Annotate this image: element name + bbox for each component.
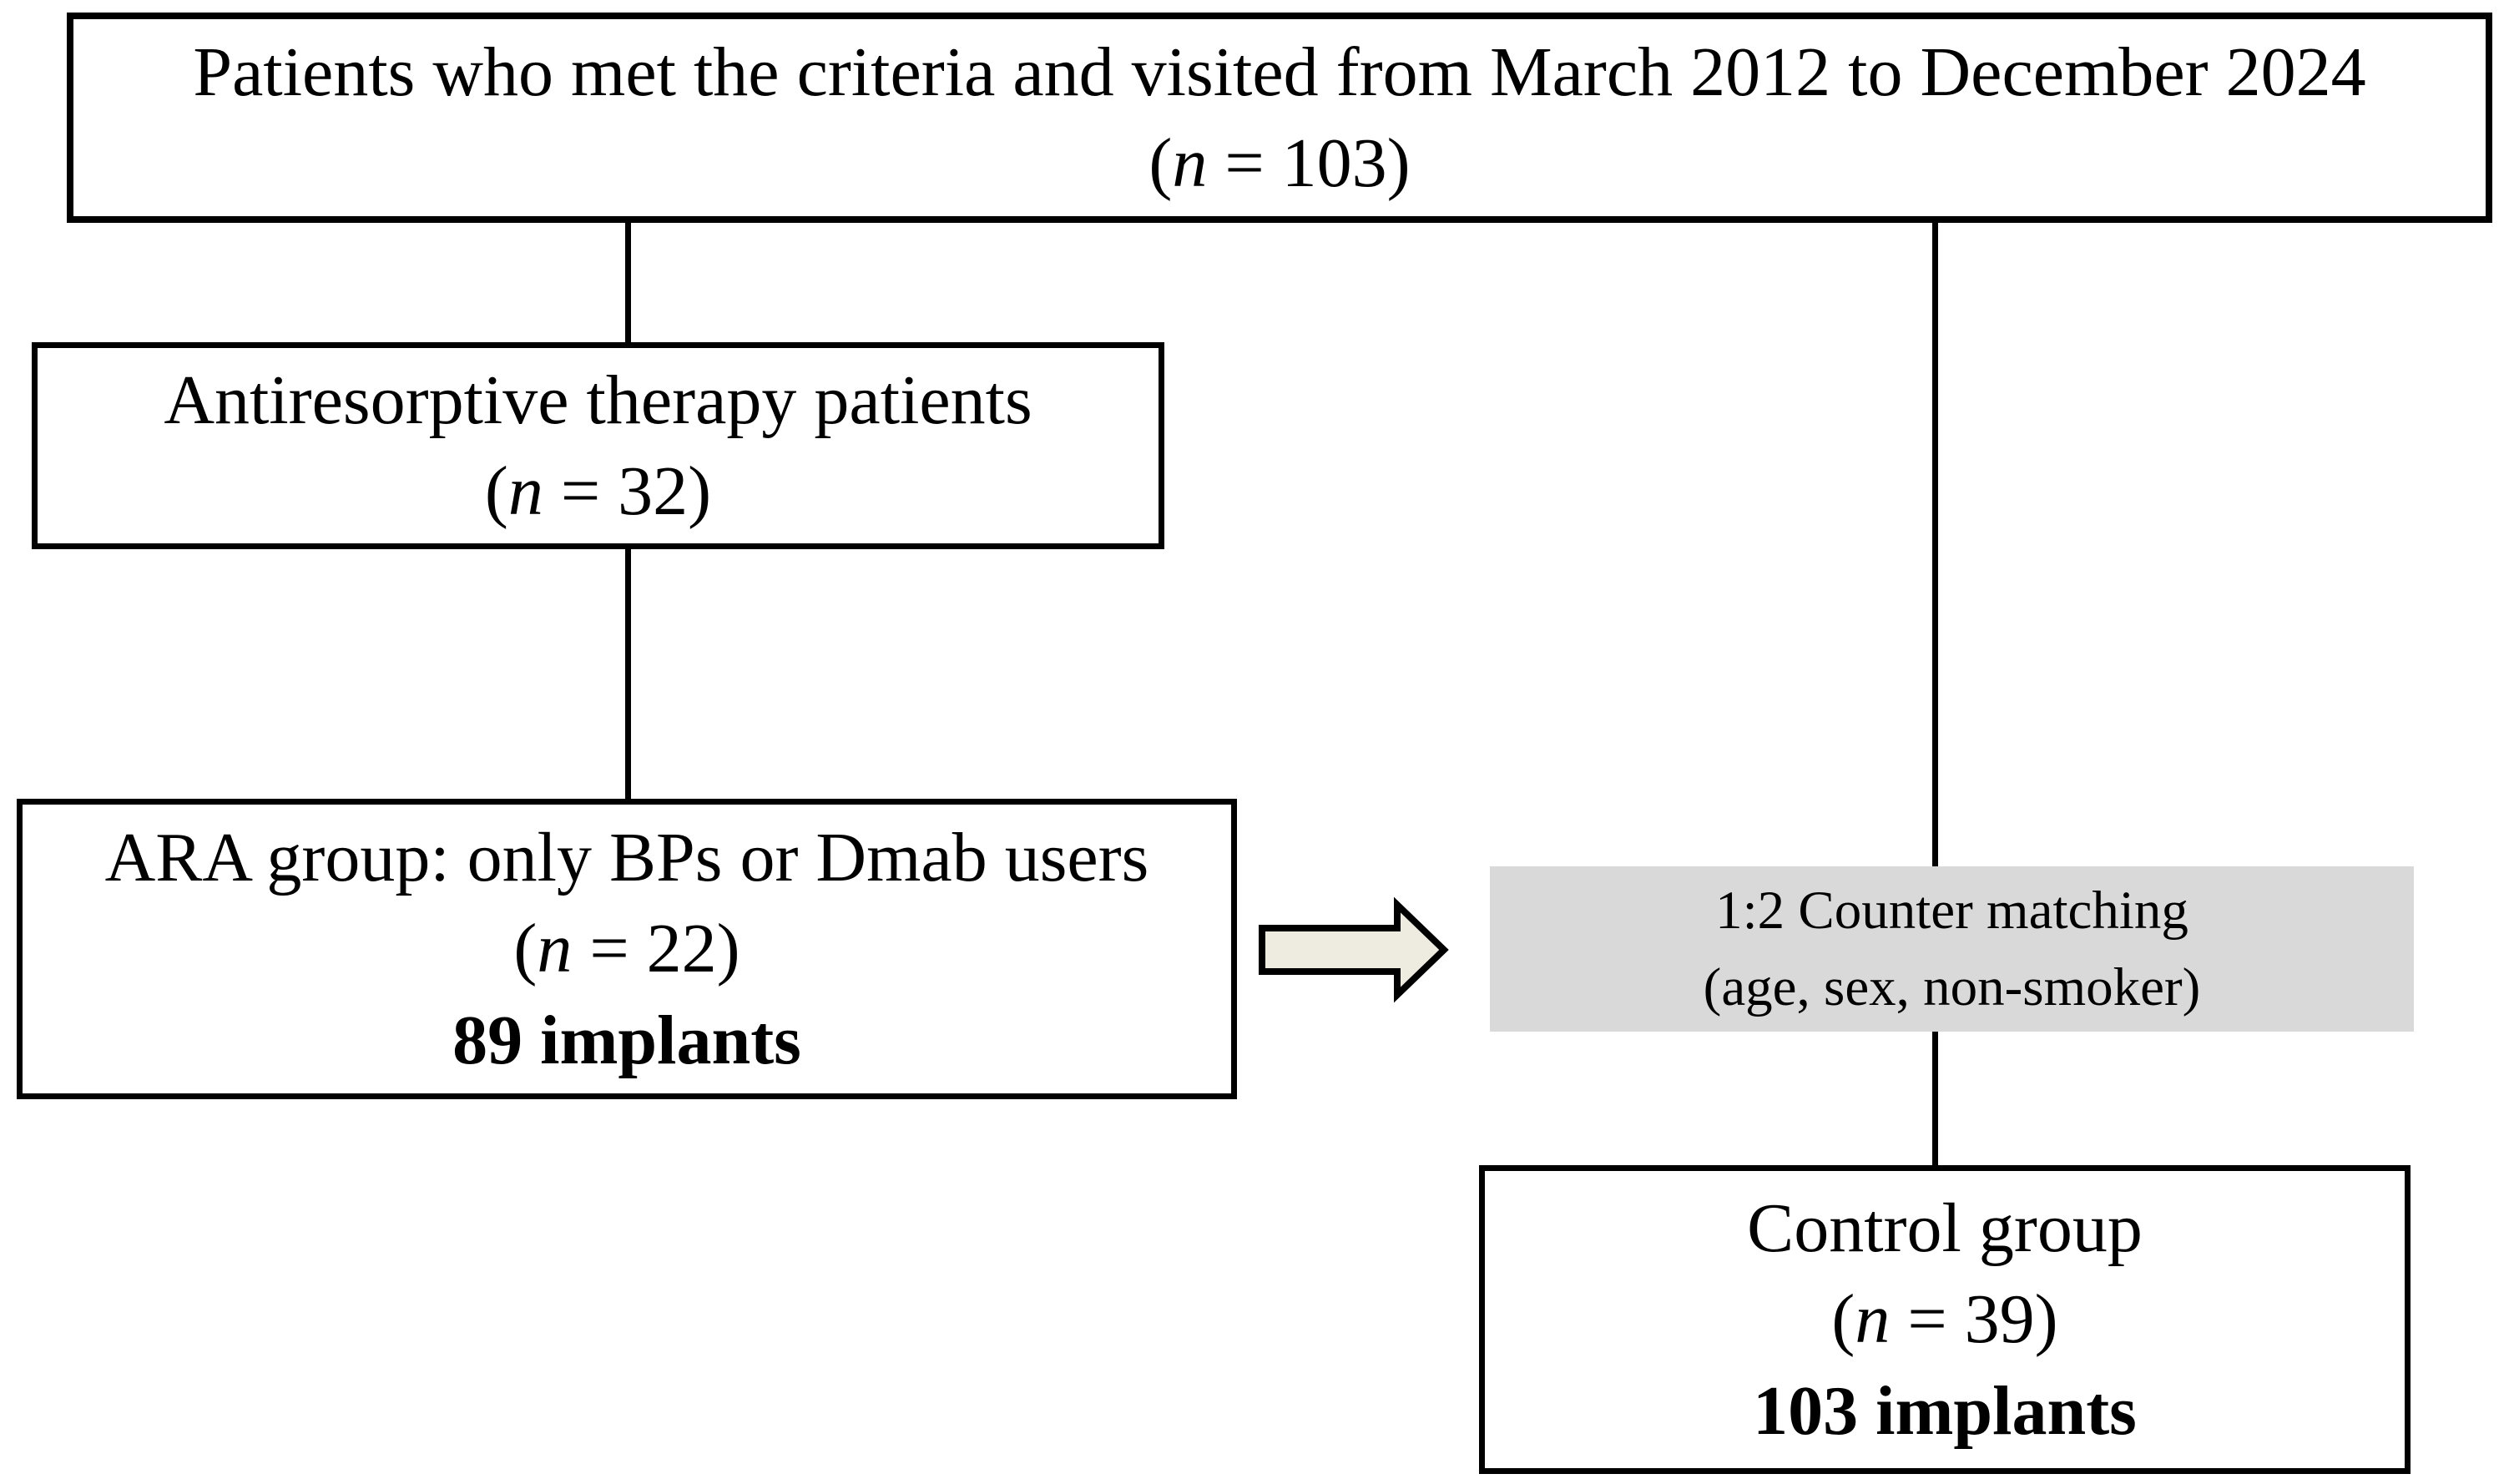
count-value: = 22) <box>572 910 740 988</box>
ara-group-box: ARA group: only BPs or Dmab users (n = 2… <box>17 799 1237 1099</box>
right-arrow-shape <box>1259 896 1449 1003</box>
antiresorptive-box: Antiresorptive therapy patients (n = 32) <box>32 342 1164 549</box>
count-n-symbol: n <box>537 910 573 988</box>
count-open: ( <box>1148 124 1173 202</box>
count-n-symbol: n <box>1855 1280 1891 1359</box>
connector-line-right-2 <box>1932 1032 1938 1165</box>
control-group-box: Control group (n = 39) 103 implants <box>1479 1165 2411 1474</box>
connector-line-left-2 <box>625 549 631 799</box>
control-group-implants: 103 implants <box>1753 1371 2137 1450</box>
ara-group-title: ARA group: only BPs or Dmab users <box>104 819 1149 897</box>
control-group-count: (n = 39) <box>1831 1274 2057 1365</box>
matching-line2: (age, sex, non-smoker) <box>1703 957 2201 1017</box>
matching-line1: 1:2 Counter matching <box>1715 880 2188 941</box>
eligible-patients-count: (n = 103) <box>1148 118 1410 209</box>
matching-step-box: 1:2 Counter matching (age, sex, non-smok… <box>1490 866 2414 1032</box>
antiresorptive-count: (n = 32) <box>485 446 711 537</box>
ara-group-count: (n = 22) <box>513 903 740 994</box>
ara-group-implants: 89 implants <box>452 1001 801 1079</box>
control-group-title: Control group <box>1747 1189 2143 1268</box>
connector-line-left-1 <box>625 223 631 342</box>
eligible-patients-title: Patients who met the criteria and visite… <box>193 33 2366 111</box>
antiresorptive-title: Antiresorptive therapy patients <box>164 361 1032 439</box>
count-value: = 39) <box>1890 1280 2058 1359</box>
connector-line-right-1 <box>1932 223 1938 866</box>
eligible-patients-box: Patients who met the criteria and visite… <box>67 13 2492 223</box>
count-open: ( <box>484 452 508 530</box>
count-n-symbol: n <box>1172 124 1208 202</box>
right-arrow-icon <box>1259 896 1449 1003</box>
count-n-symbol: n <box>507 452 543 530</box>
count-open: ( <box>1831 1280 1855 1359</box>
count-open: ( <box>513 910 538 988</box>
count-value: = 32) <box>543 452 712 530</box>
count-value: = 103) <box>1207 124 1411 202</box>
